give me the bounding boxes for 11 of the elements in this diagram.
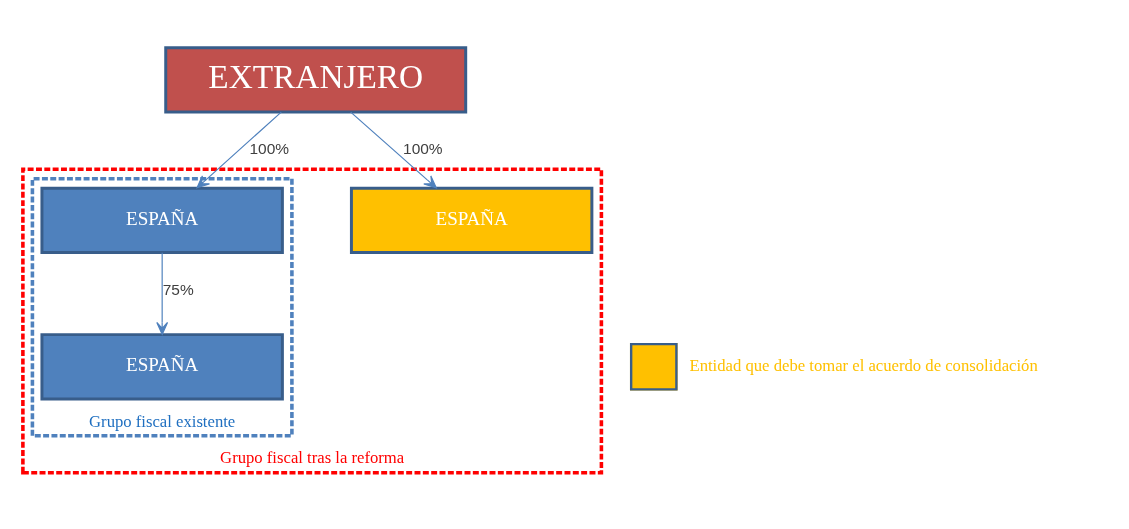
node-box: ESPAÑA — [40, 332, 284, 400]
edge-label: 100% — [403, 139, 443, 157]
node-box: EXTRANJERO — [164, 45, 468, 114]
edge-label: 75% — [162, 280, 194, 298]
arrow — [350, 111, 437, 188]
edge-label: 100% — [249, 139, 290, 157]
node-box: ESPAÑA — [349, 186, 594, 254]
arrow — [156, 251, 169, 335]
legend-label: Entidad que debe tomar el acuerdo de consolidación — [689, 355, 1038, 375]
arrow — [196, 111, 282, 188]
node-box: ESPAÑA — [40, 186, 284, 254]
